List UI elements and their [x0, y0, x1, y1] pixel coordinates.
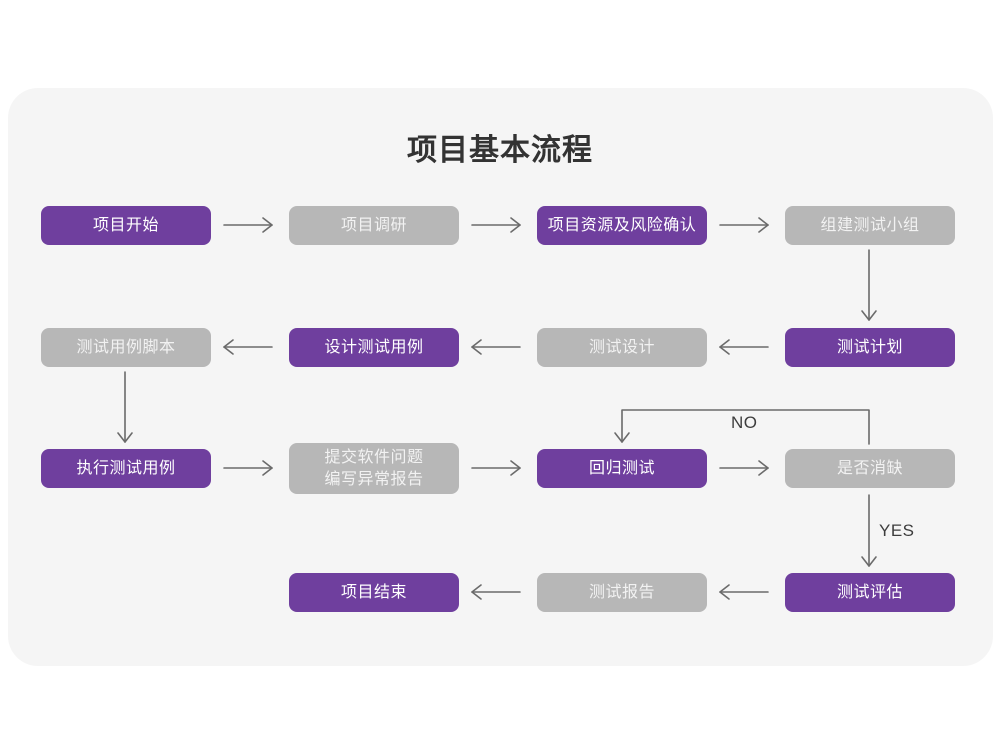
node-execute-test-case[interactable]: 执行测试用例: [41, 449, 211, 488]
node-build-test-team[interactable]: 组建测试小组: [785, 206, 955, 245]
node-project-research[interactable]: 项目调研: [289, 206, 459, 245]
node-defect-cleared[interactable]: 是否消缺: [785, 449, 955, 488]
node-resource-risk-confirm[interactable]: 项目资源及风险确认: [537, 206, 707, 245]
diagram-panel: [8, 88, 993, 666]
node-test-evaluation[interactable]: 测试评估: [785, 573, 955, 612]
edge-label-yes: YES: [879, 521, 915, 540]
node-regression-test[interactable]: 回归测试: [537, 449, 707, 488]
node-project-start[interactable]: 项目开始: [41, 206, 211, 245]
edge-label-no: NO: [731, 413, 758, 432]
node-test-report[interactable]: 测试报告: [537, 573, 707, 612]
node-project-end[interactable]: 项目结束: [289, 573, 459, 612]
node-submit-issue-report[interactable]: 提交软件问题 编写异常报告: [289, 443, 459, 494]
node-design-test-case[interactable]: 设计测试用例: [289, 328, 459, 367]
node-test-case-script[interactable]: 测试用例脚本: [41, 328, 211, 367]
node-test-plan[interactable]: 测试计划: [785, 328, 955, 367]
node-test-design[interactable]: 测试设计: [537, 328, 707, 367]
page-title: 项目基本流程: [407, 134, 593, 167]
